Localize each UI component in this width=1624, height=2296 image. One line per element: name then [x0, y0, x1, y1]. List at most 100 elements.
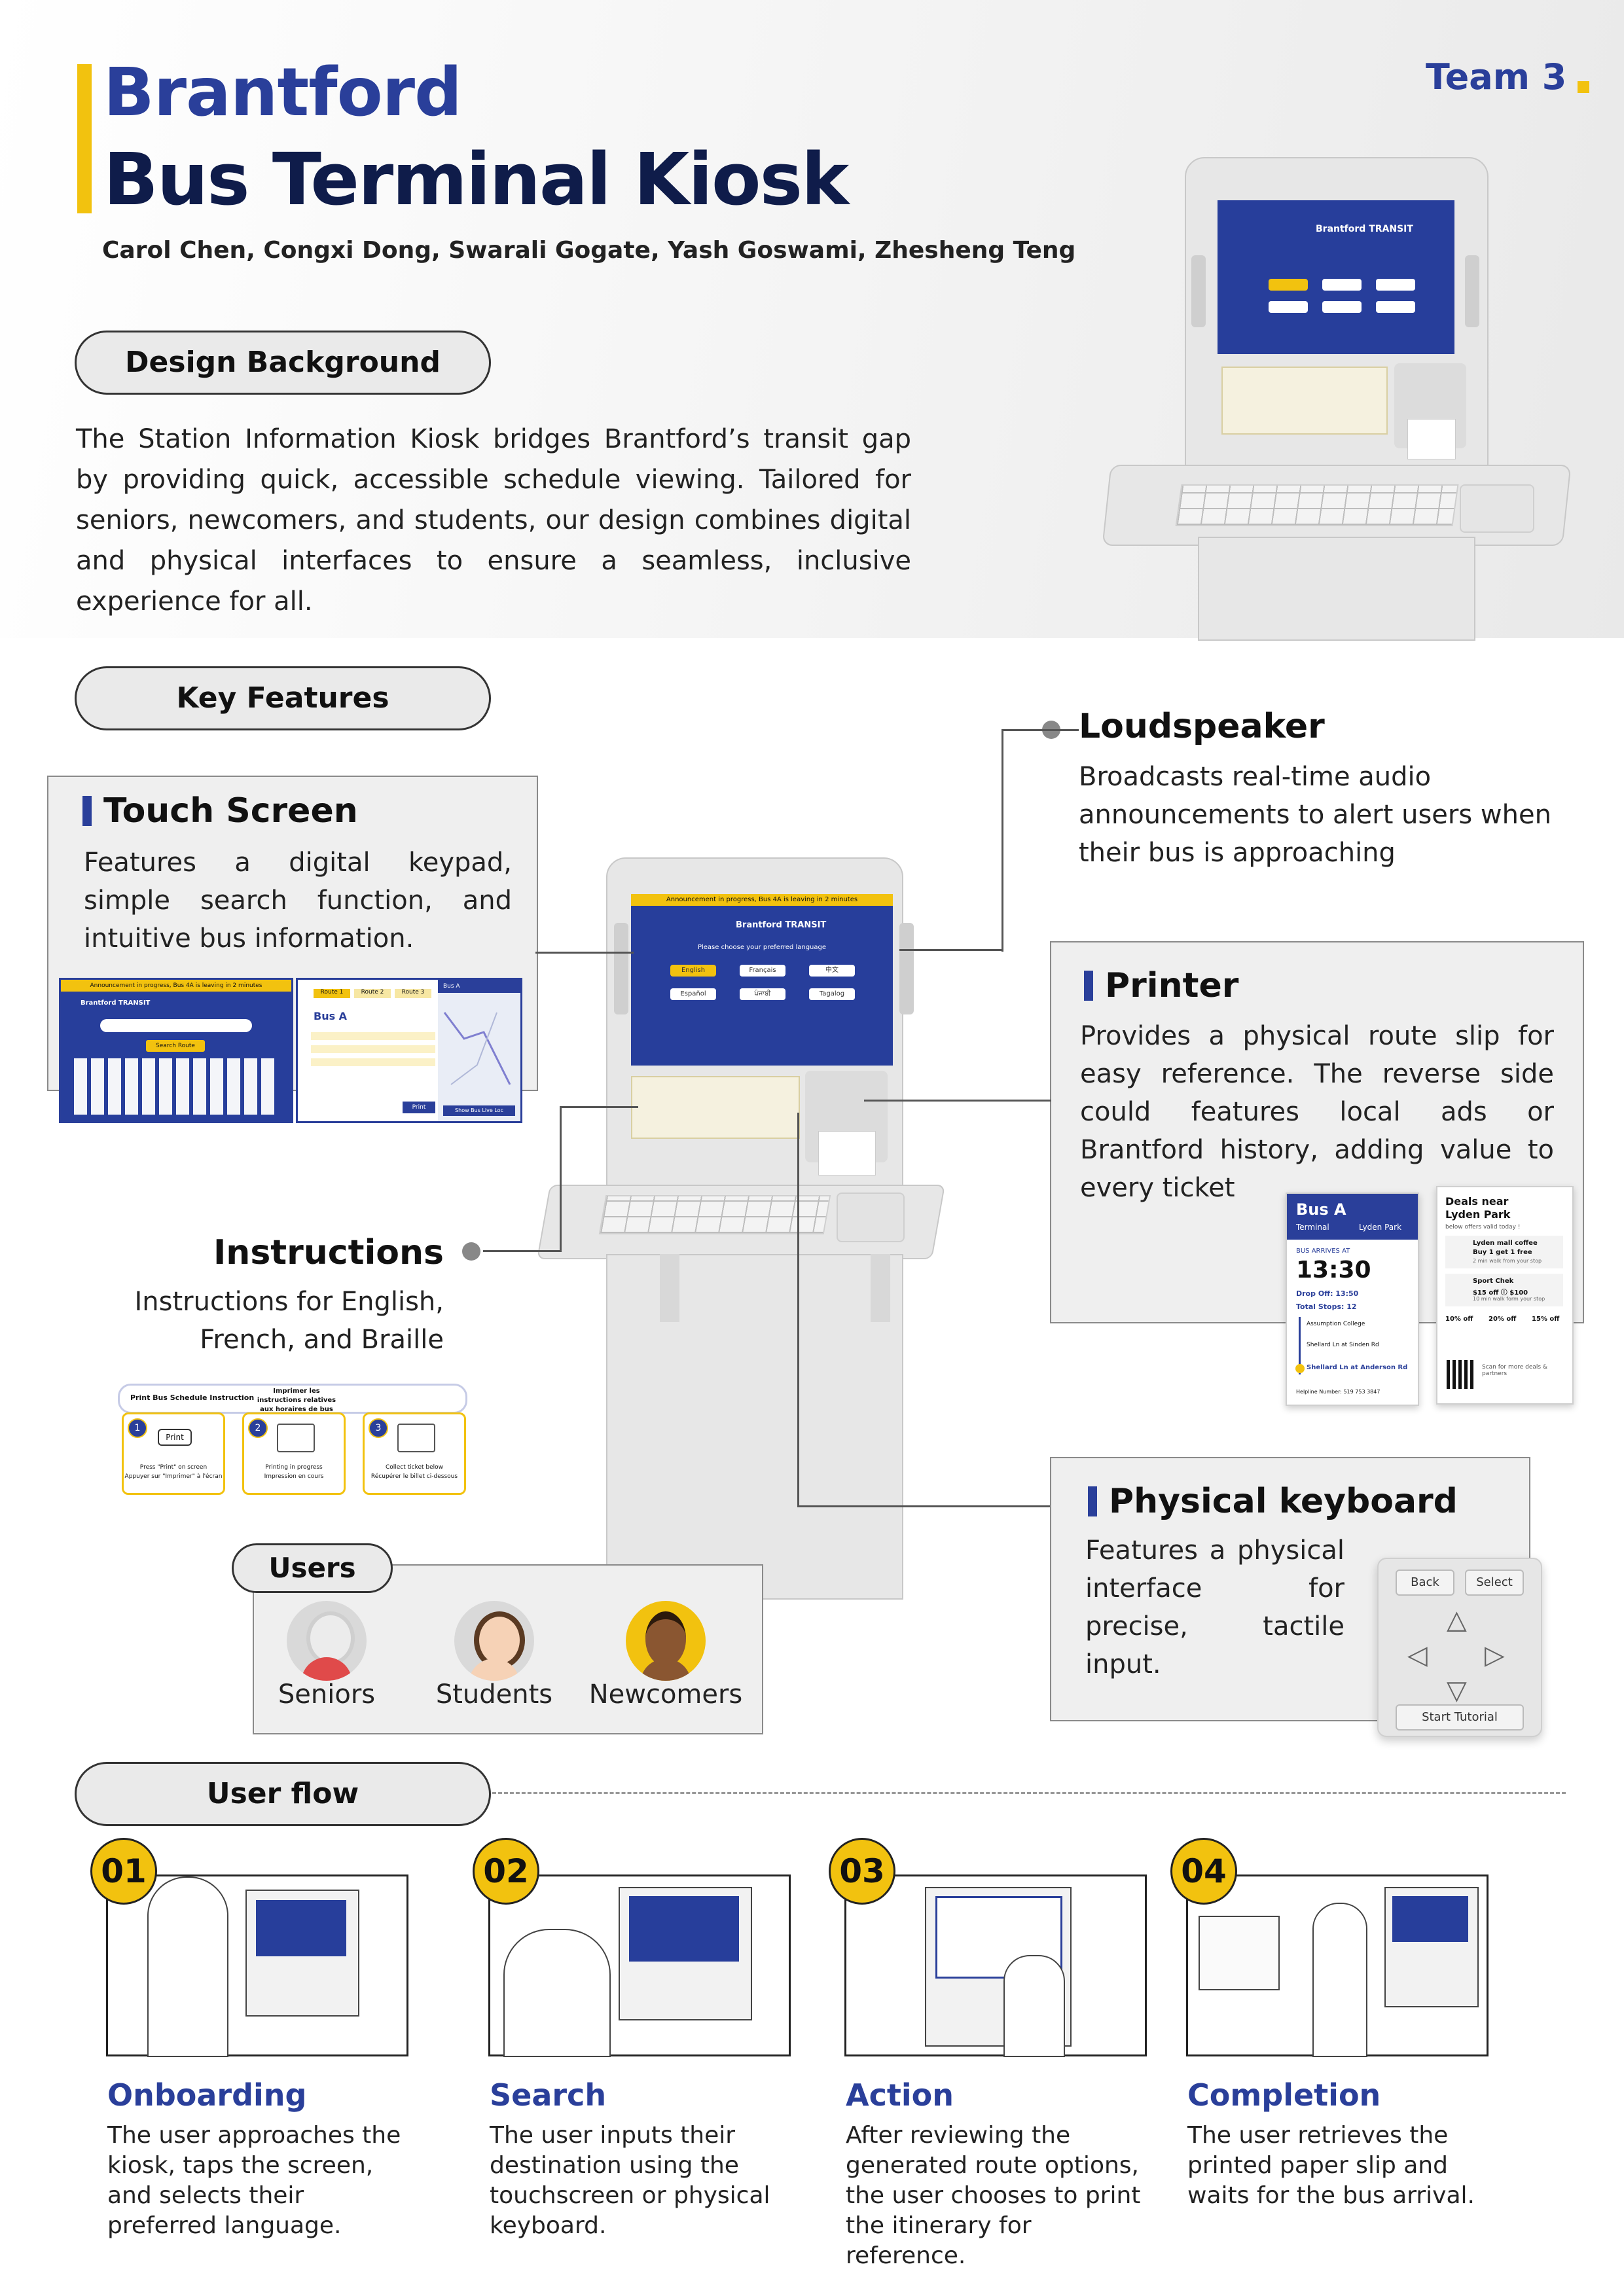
student-avatar [454, 1601, 534, 1681]
flow-step-4-number: 04 [1170, 1838, 1237, 1905]
instruction-step-2: 2 Printing in progress Impression en cou… [242, 1412, 346, 1495]
touch-mock-tab-1[interactable]: Route 1 [314, 989, 350, 998]
title-line-2: Bus Terminal Kiosk [103, 137, 849, 221]
touch-mock-map: Bus A Show Bus Live Loc [438, 980, 520, 1121]
instruction-step-2-fr: Impression en cours [264, 1473, 324, 1480]
start-tutorial-key[interactable]: Start Tutorial [1396, 1704, 1524, 1731]
touch-mock-tab-2[interactable]: Route 2 [354, 989, 391, 998]
loudspeaker-text: Broadcasts real-time audio announcements… [1079, 762, 1551, 868]
touch-screen-title: Touch Screen [82, 791, 358, 831]
flow-step-2-illustration [488, 1874, 791, 2057]
route-slip-dropoff: Drop Off: 13:50 [1296, 1289, 1359, 1298]
flow-step-4-text: The user retrieves the printed paper sli… [1187, 2122, 1475, 2209]
flow-step-1-illustration [106, 1874, 408, 2057]
arrow-right-icon[interactable]: ▷ [1485, 1640, 1505, 1670]
flow-step-1-title: Onboarding [107, 2077, 307, 2113]
lang-french[interactable]: Français [740, 965, 785, 977]
touch-mock-map-button[interactable]: Show Bus Live Loc [443, 1105, 515, 1116]
arrow-down-icon[interactable]: ▽ [1447, 1676, 1467, 1706]
route-slip-stop-2: Shellard Ln at Sinden Rd [1307, 1342, 1379, 1348]
main-screen-logo: Brantford TRANSIT [736, 920, 827, 930]
main-kiosk-render: Announcement in progress, Bus 4A is leav… [536, 857, 946, 1600]
instructions-connector-dot [462, 1242, 480, 1261]
lang-chinese[interactable]: 中文 [809, 965, 855, 977]
title-line-1: Brantford [103, 54, 462, 132]
instruction-step-3-en: Collect ticket below [385, 1464, 444, 1471]
main-screen-prompt: Please choose your preferred language [697, 944, 827, 951]
main-kiosk-paper-slip [818, 1131, 876, 1175]
back-key[interactable]: Back [1396, 1570, 1454, 1596]
flow-step-2-title: Search [490, 2077, 607, 2113]
flow-step-2-number: 02 [473, 1838, 539, 1905]
instruction-step-2-en: Printing in progress [265, 1464, 323, 1471]
lang-tagalog[interactable]: Tagalog [809, 988, 855, 1000]
instruction-step-3-num: 3 [369, 1418, 388, 1438]
lang-english[interactable]: English [670, 965, 716, 977]
select-key[interactable]: Select [1465, 1570, 1524, 1596]
route-slip-stop-3: Shellard Ln at Anderson Rd [1307, 1364, 1408, 1371]
touch-mock-logo: Brantford TRANSIT [81, 999, 151, 1007]
route-slip-bus: Bus A [1296, 1200, 1346, 1219]
main-kiosk-screen: Announcement in progress, Bus 4A is leav… [631, 894, 893, 1066]
design-background-text: The Station Information Kiosk bridges Br… [76, 424, 911, 617]
deals-slip: Deals near Lyden Park below offers valid… [1436, 1186, 1574, 1405]
user-flow-divider [492, 1792, 1566, 1794]
physical-keyboard-title: Physical keyboard [1088, 1482, 1458, 1521]
flow-step-4-title: Completion [1187, 2077, 1381, 2113]
printer-connector [864, 1100, 1051, 1102]
instruction-step-3: 3 Collect ticket below Récupérer le bill… [363, 1412, 466, 1495]
touch-mock-route-screen: Route 1 Route 2 Route 3 Bus A Bus A Show… [296, 978, 522, 1123]
lang-punjabi[interactable]: ਪੰਜਾਬੀ [740, 988, 785, 1000]
touch-screen-card: Touch Screen Features a digital keypad, … [47, 776, 538, 1091]
touch-mock-tab-3[interactable]: Route 3 [395, 989, 431, 998]
users-pill: Users [232, 1543, 393, 1593]
flow-step-3-illustration [844, 1874, 1147, 2057]
deals-title: Deals near Lyden Park [1445, 1195, 1511, 1221]
touch-mock-keyboard-screen: Announcement in progress, Bus 4A is leav… [59, 978, 293, 1123]
route-slip-from: Terminal [1296, 1223, 1329, 1232]
flow-step-3-number: 03 [829, 1838, 895, 1905]
qr-code-icon [1447, 1360, 1475, 1389]
touch-mock-bus: Bus A [314, 1010, 348, 1022]
team-label: Team 3 [1426, 56, 1567, 98]
printer-text: Provides a physical route slip for easy … [1080, 1021, 1554, 1203]
user-label-seniors: Seniors [278, 1679, 376, 1710]
hero-kiosk-render: Brantford TRANSIT [1102, 157, 1572, 641]
instruction-step-1-en: Press "Print" on screen [139, 1464, 208, 1471]
route-slip-arrives-label: BUS ARRIVES AT [1296, 1247, 1350, 1255]
instruction-print-label: Print [158, 1429, 192, 1446]
instruction-step-2-num: 2 [248, 1418, 268, 1438]
user-label-students: Students [435, 1679, 553, 1710]
instruction-header-fr: Imprimer les instructions relatives aux … [257, 1388, 336, 1413]
deal1-note: 2 min walk from your stop [1473, 1258, 1542, 1264]
deal-chip-3: 15% off [1532, 1316, 1560, 1323]
printer-title: Printer [1084, 966, 1238, 1005]
design-background-pill: Design Background [75, 331, 491, 395]
lang-spanish[interactable]: Español [670, 988, 716, 1000]
arrow-up-icon[interactable]: △ [1447, 1605, 1467, 1635]
main-screen-announcement: Announcement in progress, Bus 4A is leav… [631, 894, 893, 906]
route-slip-to: Lyden Park [1359, 1223, 1402, 1232]
title-accent-bar [77, 64, 92, 213]
physical-keyboard-text: Features a physical interface for precis… [1085, 1535, 1344, 1679]
instruction-header-en: Print Bus Schedule Instruction [130, 1393, 255, 1402]
instruction-step-1-num: 1 [128, 1418, 147, 1438]
senior-avatar [287, 1601, 367, 1681]
touch-mock-search-button[interactable]: Search Route [146, 1040, 205, 1052]
touch-mock-print-button[interactable]: Print [403, 1102, 435, 1113]
printer-icon [277, 1424, 315, 1452]
instructions-text: Instructions for English, French, and Br… [134, 1287, 444, 1355]
authors: Carol Chen, Congxi Dong, Swarali Gogate,… [102, 237, 1076, 264]
ticket-icon [397, 1424, 435, 1452]
route-slip-stop-1: Assumption College [1307, 1321, 1365, 1327]
route-slip-time: 13:30 [1296, 1257, 1371, 1283]
user-flow-pill: User flow [75, 1762, 491, 1826]
route-map-lines [443, 1012, 511, 1085]
touch-screen-connector [535, 952, 634, 954]
keyboard-connector [797, 1113, 799, 1507]
loudspeaker-title: Loudspeaker [1079, 707, 1325, 746]
arrow-left-icon[interactable]: ◁ [1407, 1640, 1428, 1670]
hero-kiosk-screen: Brantford TRANSIT [1218, 200, 1454, 354]
instruction-panel-header: Print Bus Schedule Instruction Imprimer … [118, 1384, 467, 1414]
instruction-step-3-fr: Récupérer le billet ci-dessous [370, 1473, 458, 1480]
